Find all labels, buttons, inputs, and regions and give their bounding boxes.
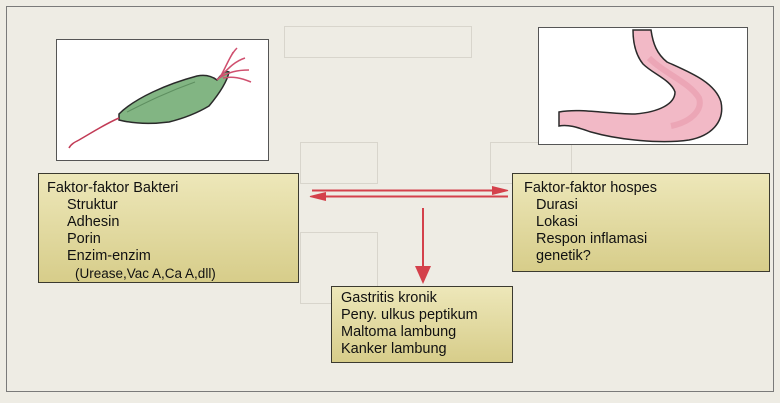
host-factors-title: Faktor-faktor hospes: [524, 180, 769, 197]
bacterial-factors-title: Faktor-faktor Bakteri: [47, 180, 298, 197]
host-factor-item: Respon inflamasi: [524, 231, 769, 248]
arrow-to-host-head: [492, 187, 508, 195]
outcome-item: Peny. ulkus peptikum: [341, 307, 512, 324]
bacterial-factor-item: Enzim-enzim: [47, 248, 298, 265]
host-factors-box: Faktor-faktor hospes Durasi Lokasi Respo…: [512, 173, 770, 272]
outcome-item: Gastritis kronik: [341, 290, 512, 307]
host-factor-item: genetik?: [524, 248, 769, 265]
host-factor-item: Durasi: [524, 197, 769, 214]
bacterial-factor-item: Adhesin: [47, 214, 298, 231]
clinical-outcomes-box: Gastritis kronik Peny. ulkus peptikum Ma…: [331, 286, 513, 363]
bacterial-factor-item: Porin: [47, 231, 298, 248]
bacterial-factor-note: (Urease,Vac A,Ca A,dll): [47, 265, 298, 282]
outcome-item: Maltoma lambung: [341, 324, 512, 341]
arrow-to-bacteria-head: [310, 193, 326, 201]
arrow-to-outcome-head: [415, 266, 431, 284]
outcome-item: Kanker lambung: [341, 341, 512, 358]
bacterial-factor-item: Struktur: [47, 197, 298, 214]
bacterial-factors-box: Faktor-faktor Bakteri Struktur Adhesin P…: [38, 173, 299, 283]
host-factor-item: Lokasi: [524, 214, 769, 231]
